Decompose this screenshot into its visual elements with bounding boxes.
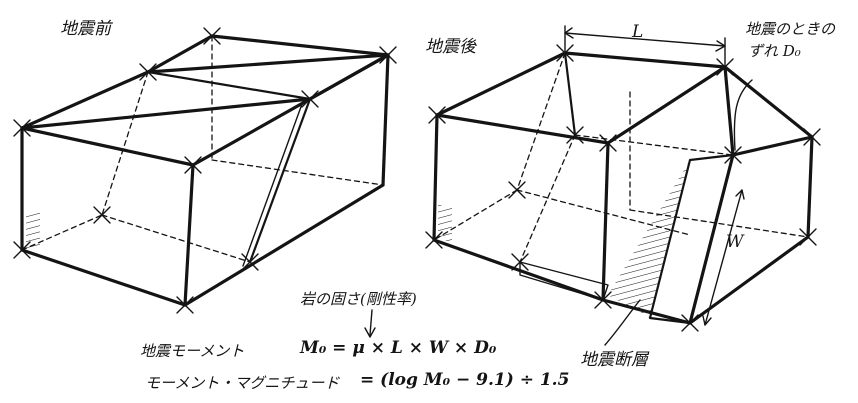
box-after-front-edge	[601, 141, 610, 302]
width-dimension-line	[704, 189, 743, 326]
box-after-hidden-1	[519, 134, 576, 263]
box-after-hidden-3	[516, 189, 691, 236]
box-after-hidden-8	[564, 52, 576, 136]
moment-formula: M₀ = μ × L × W × D₀	[300, 338, 497, 358]
rigidity-label: 岩の固さ(剛性率)	[300, 290, 417, 308]
magnitude-label: モーメント・マグニチュード	[145, 374, 340, 392]
before-title: 地震前	[60, 19, 111, 39]
box-after	[364, 25, 821, 346]
box-before-hidden-vertical	[101, 71, 149, 216]
box-after-right-top	[731, 135, 814, 157]
box-before-bottom-front	[20, 248, 187, 307]
box-after-front-top	[435, 113, 610, 145]
box-before-shading	[26, 212, 40, 250]
box-after-hidden-7	[629, 209, 809, 238]
width-arrow-top	[735, 189, 745, 200]
width-arrow-bottom	[702, 315, 712, 326]
magnitude-formula: = (log M₀ − 9.1) ÷ 1.5	[360, 370, 570, 390]
box-after-top-back	[563, 51, 727, 69]
slip-pointer	[733, 79, 753, 151]
after-title: 地震後	[425, 37, 476, 57]
box-after-back-edge	[806, 135, 814, 239]
box-after-fault-plane-lower	[608, 160, 690, 318]
box-before-top-split	[146, 70, 312, 101]
length-dimension-line	[564, 32, 726, 47]
box-before-top-left-edge	[146, 34, 214, 74]
fault-pointer	[604, 299, 641, 346]
moment-label: 地震モーメント	[140, 342, 245, 360]
fault-label: 地震断層	[580, 350, 648, 370]
slip-label-line2: ずれ D₀	[748, 42, 801, 60]
box-after-hidden-5	[574, 134, 734, 156]
box-before-fault-line	[248, 97, 312, 264]
box-after-hidden-4	[516, 52, 566, 191]
box-before-front-edge	[183, 163, 195, 307]
box-after-shading	[438, 205, 452, 241]
rigidity-pointer	[369, 309, 373, 336]
box-before	[13, 27, 397, 314]
box-before-bottom-right	[183, 183, 385, 307]
slip-label-line1: 地震のときの	[745, 20, 836, 38]
box-before-hidden-2	[101, 214, 251, 263]
length-label: L	[632, 22, 644, 42]
box-before-back-edge	[381, 53, 390, 187]
box-before-top-back-edge	[210, 34, 390, 57]
rigidity-arrowhead	[364, 327, 376, 338]
box-after-slip-strip	[519, 261, 609, 301]
box-before-front-top	[20, 126, 195, 167]
box-after-bottom-front	[432, 238, 605, 302]
box-after-top-left	[435, 51, 567, 117]
box-before-right-top	[191, 53, 390, 167]
box-after-top-right	[723, 65, 814, 139]
box-before-vertex-marks	[13, 27, 397, 314]
box-after-left-edge	[432, 113, 439, 242]
box-before-fault-line-2	[242, 103, 303, 267]
width-label: W	[726, 232, 744, 252]
box-after-vertex-marks	[425, 44, 821, 332]
box-before-top-face	[20, 53, 390, 130]
box-before-hidden-4	[211, 159, 384, 186]
